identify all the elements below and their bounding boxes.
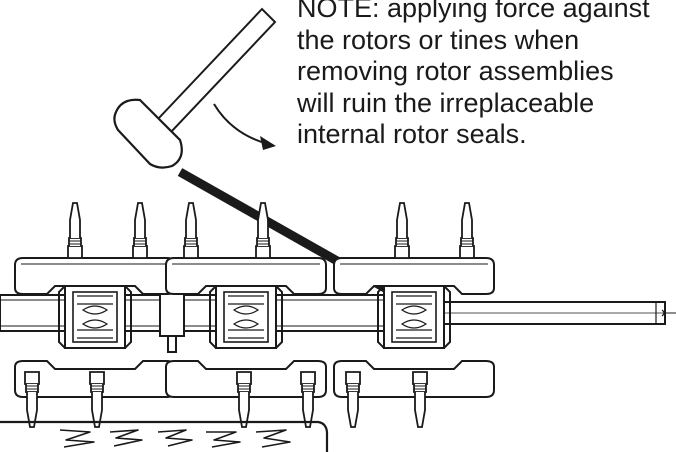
rotation-arrow-icon <box>213 103 276 150</box>
note-line: NOTE: applying force against <box>297 0 650 23</box>
hammer-icon <box>113 7 277 169</box>
note-line: will ruin the irreplaceable <box>297 87 595 118</box>
warning-note: NOTE: applying force against the rotors … <box>297 0 650 151</box>
ground-icon <box>0 420 329 452</box>
note-line: removing rotor assemblies <box>297 56 614 86</box>
note-line: internal rotor seals. <box>297 119 527 149</box>
note-line: the rotors or tines when <box>297 24 580 55</box>
